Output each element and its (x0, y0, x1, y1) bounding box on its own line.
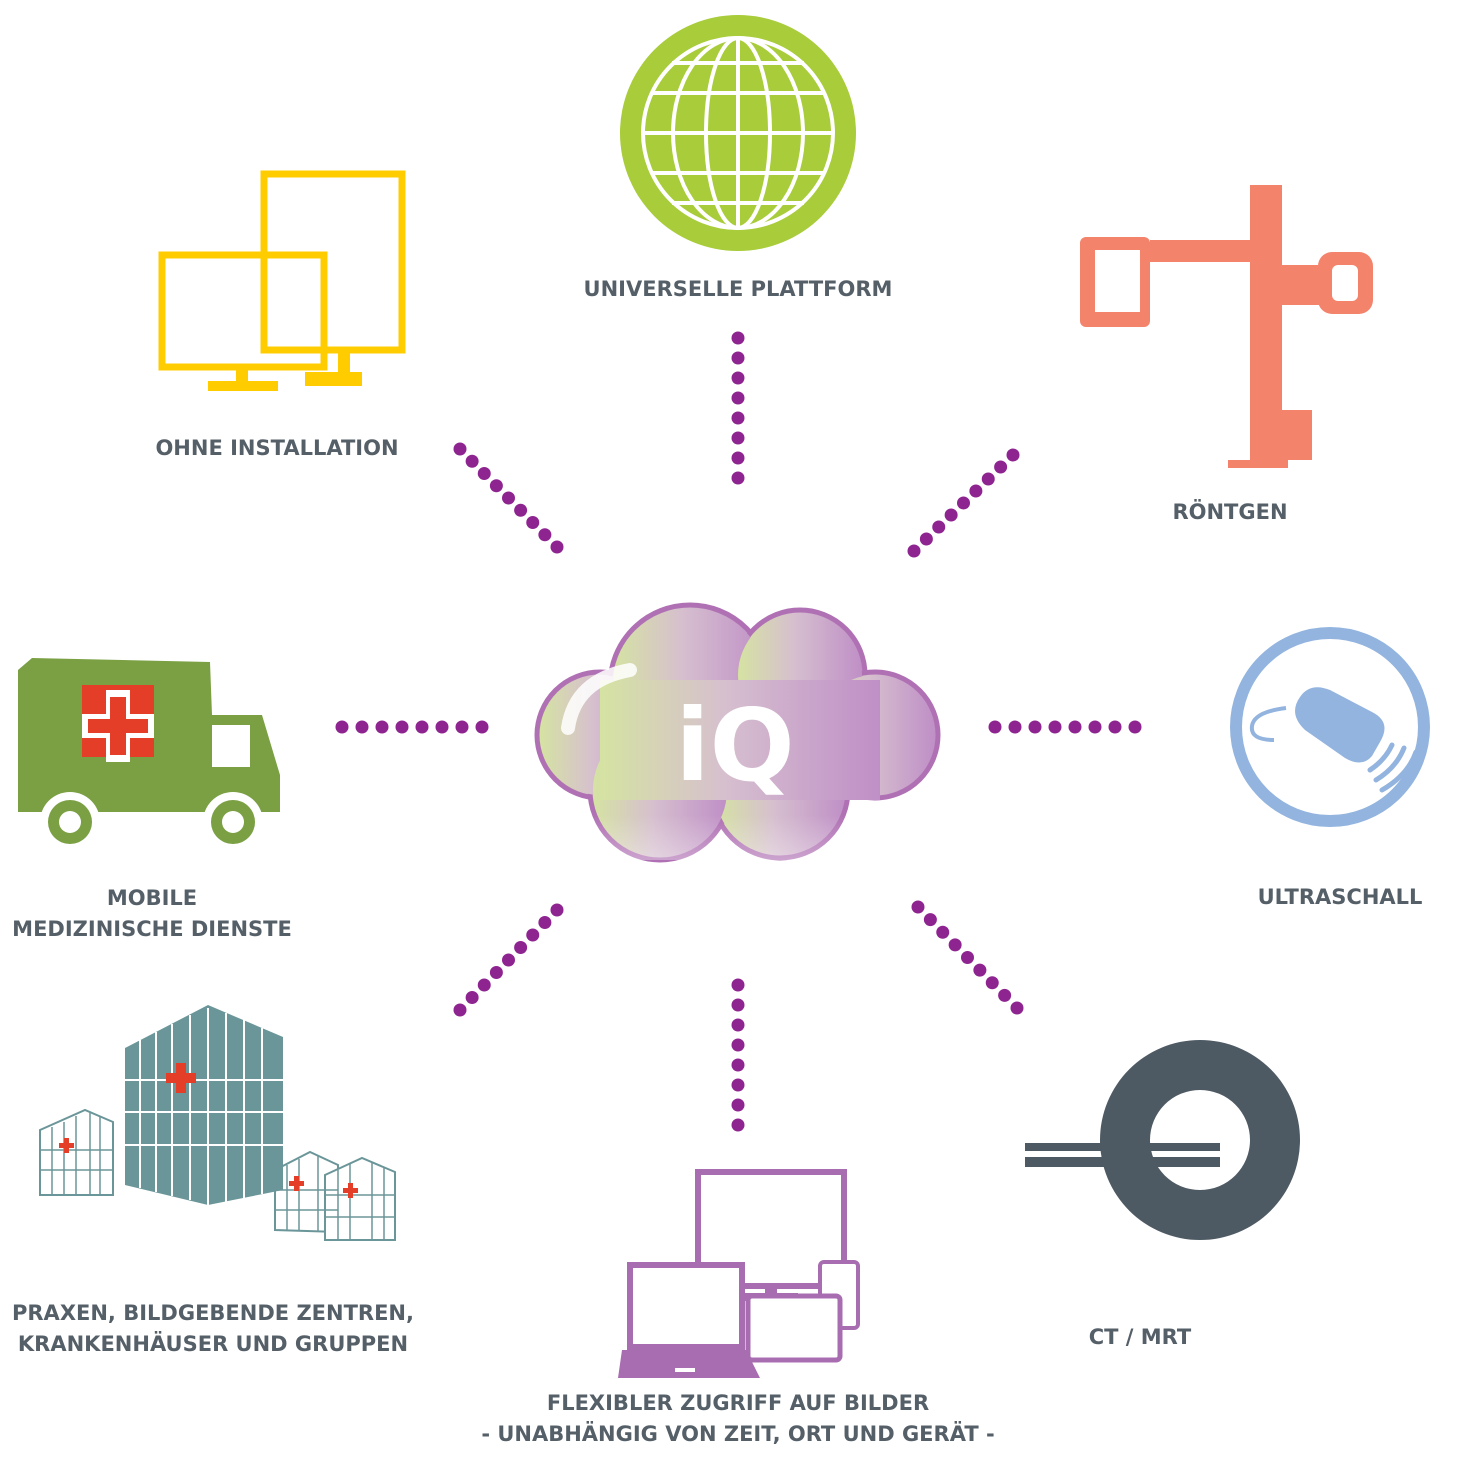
connector-dot (489, 966, 503, 979)
connector-dot (981, 472, 995, 486)
connector-dot (335, 720, 349, 734)
x-ray-machine-icon (1080, 185, 1373, 468)
connector-dot (957, 496, 970, 510)
connector-dot (1068, 720, 1082, 734)
connector-dot (731, 351, 745, 365)
connector-dot (731, 1018, 745, 1032)
connector-dot (550, 540, 564, 554)
connector-dot (731, 1118, 745, 1132)
connector-dot (948, 938, 962, 952)
connector-dot (936, 925, 950, 939)
connector-dot (1028, 720, 1042, 734)
connector-dot (731, 1078, 745, 1092)
connector-dot (453, 1003, 467, 1017)
connector-dot (1006, 448, 1020, 462)
connector-dot (502, 953, 515, 967)
connector-dot (475, 720, 489, 734)
connector-dot (465, 991, 479, 1004)
connector-dot (973, 963, 987, 977)
connector-dot (731, 1038, 745, 1052)
connector-dot (731, 1058, 745, 1072)
connector-dot (911, 900, 925, 914)
connector-dot (550, 903, 564, 917)
connector-dot (731, 1098, 745, 1112)
connector-dot (355, 720, 369, 734)
label-flexibler-zugriff: FLEXIBLER ZUGRIFF AUF BILDER - UNABHÄNGI… (481, 1391, 995, 1446)
connector-dot (435, 720, 449, 734)
hospital-buildings-icon (39, 1005, 396, 1241)
connector-dot (998, 988, 1012, 1002)
connector-dot (526, 928, 540, 942)
connector-dot (1128, 720, 1142, 734)
connector-dot (731, 998, 745, 1012)
connector-dot (526, 516, 540, 529)
connector-dot (1088, 720, 1102, 734)
ct-scanner-icon (1025, 1040, 1300, 1240)
ultrasound-probe-icon (1230, 627, 1430, 827)
connector-dot (731, 471, 745, 485)
label-ct-mrt: CT / MRT (1088, 1325, 1192, 1349)
connector-dots (335, 331, 1142, 1132)
label-ultraschall: ULTRASCHALL (1257, 885, 1423, 909)
connector-dot (455, 720, 469, 734)
connector-dot (969, 484, 983, 498)
connector-dot (1108, 720, 1122, 734)
label-praxen-krankenhaeuser: PRAXEN, BILDGEBENDE ZENTREN, KRANKENHÄUS… (12, 1301, 414, 1356)
connector-dot (514, 941, 528, 954)
globe-icon (620, 15, 856, 251)
label-mobile-medizinische-dienste: MOBILE MEDIZINISCHE DIENSTE (12, 886, 292, 941)
monitors-icon (158, 170, 406, 391)
connector-dot (731, 978, 745, 992)
connector-dot (731, 391, 745, 405)
hub-logo-text: iQ (675, 687, 794, 804)
connector-dot (932, 520, 946, 534)
connector-dot (395, 720, 409, 734)
connector-dot (731, 331, 745, 345)
ambulance-truck-icon (18, 658, 280, 852)
connector-dot (1048, 720, 1062, 734)
connector-dot (538, 528, 552, 542)
connector-dot (731, 431, 745, 445)
connector-dot (985, 976, 999, 990)
devices-icon (618, 1169, 860, 1378)
connector-dot (453, 442, 467, 456)
connector-dot (375, 720, 389, 734)
connector-dot (489, 479, 503, 493)
connector-dot (477, 467, 491, 480)
connector-dot (988, 720, 1002, 734)
connector-dot (514, 503, 528, 517)
connector-dot (731, 451, 745, 465)
connector-dot (465, 454, 479, 468)
cloud-hub-icon: iQ (534, 602, 941, 863)
label-universelle-plattform: UNIVERSELLE PLATTFORM (583, 277, 893, 301)
connector-dot (502, 491, 515, 505)
connector-dot (919, 532, 933, 546)
label-ohne-installation: OHNE INSTALLATION (155, 436, 399, 460)
connector-dot (961, 951, 974, 964)
connector-dot (907, 544, 921, 558)
connector-dot (731, 371, 745, 385)
connector-dot (1008, 720, 1022, 734)
connector-dot (923, 913, 937, 927)
connector-dot (477, 978, 491, 992)
connector-dot (1010, 1001, 1024, 1015)
label-roentgen: RÖNTGEN (1172, 500, 1288, 524)
connector-dot (994, 460, 1008, 474)
connector-dot (944, 508, 958, 522)
connector-dot (731, 411, 745, 425)
connector-dot (415, 720, 429, 734)
connector-dot (538, 916, 552, 929)
